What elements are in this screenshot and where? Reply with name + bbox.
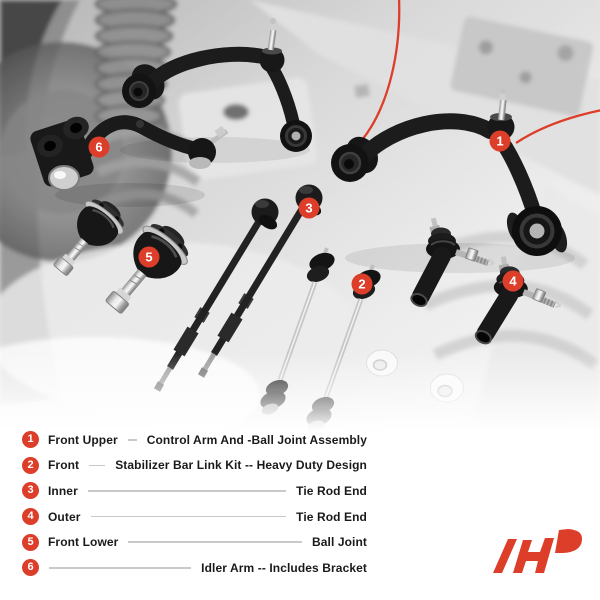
badge-5-marker: 5 — [138, 246, 160, 268]
badge-6-marker: 6 — [88, 136, 110, 158]
svg-text:2: 2 — [358, 277, 365, 292]
parts-photo: 1 2 3 4 5 6 — [0, 0, 600, 432]
legend-badge-1: 1 — [22, 431, 39, 449]
legend-row: 2 Front Stabilizer Bar Link Kit -- Heavy… — [22, 453, 367, 479]
pointer-arc-right — [515, 109, 600, 144]
upper-control-arm-right — [331, 88, 575, 273]
legend-row: 6 Idler Arm -- Includes Bracket — [22, 555, 367, 581]
legend-row: 3 Inner Tie Rod End — [22, 478, 367, 504]
legend-divider-line — [127, 439, 137, 441]
legend-badge-5: 5 — [22, 533, 39, 551]
legend-badge-2: 2 — [22, 456, 39, 474]
legend-part-name: Control Arm And -Ball Joint Assembly — [146, 432, 367, 447]
legend-position-label: Front — [48, 458, 80, 473]
legend-position-label: Inner — [48, 483, 78, 498]
svg-text:1: 1 — [496, 134, 503, 149]
legend-part-name: Stabilizer Bar Link Kit -- Heavy Duty De… — [115, 458, 367, 473]
legend-badge-4: 4 — [22, 508, 39, 526]
legend-divider-line — [87, 490, 287, 492]
legend-row: 4 Outer Tie Rod End — [22, 504, 367, 530]
legend-row: 1 Front Upper Control Arm And -Ball Join… — [22, 427, 367, 453]
badge-3-marker: 3 — [298, 197, 320, 219]
legend-position-label: Front Upper — [48, 432, 118, 447]
legend-divider-line — [49, 567, 192, 569]
ap-logo-icon — [493, 529, 583, 573]
svg-text:5: 5 — [145, 250, 152, 265]
legend-divider-line — [89, 464, 106, 467]
svg-text:6: 6 — [95, 140, 102, 155]
svg-text:4: 4 — [509, 274, 517, 289]
legend-badge-6: 6 — [22, 559, 39, 577]
pointer-arc-left — [361, 0, 401, 141]
legend-divider-line — [128, 541, 302, 543]
legend-part-name: Idler Arm -- Includes Bracket — [201, 560, 367, 575]
legend-position-label: Front Lower — [48, 535, 119, 550]
legend-row: 5 Front Lower Ball Joint — [22, 529, 367, 555]
legend-position-label: Outer — [48, 509, 81, 524]
legend-part-name: Tie Rod End — [296, 483, 367, 498]
brand-logo — [491, 528, 583, 573]
legend-badge-3: 3 — [22, 482, 39, 500]
legend-part-name: Ball Joint — [311, 535, 367, 550]
badge-4-marker: 4 — [502, 270, 524, 292]
idler-arm — [30, 115, 229, 207]
legend-divider-line — [90, 515, 287, 518]
parts-legend: 1 Front Upper Control Arm And -Ball Join… — [22, 427, 367, 581]
legend-part-name: Tie Rod End — [296, 509, 367, 524]
badge-2-marker: 2 — [351, 273, 373, 295]
svg-text:3: 3 — [305, 201, 312, 216]
badge-1-marker: 1 — [489, 130, 511, 152]
photo-fade — [0, 352, 600, 432]
